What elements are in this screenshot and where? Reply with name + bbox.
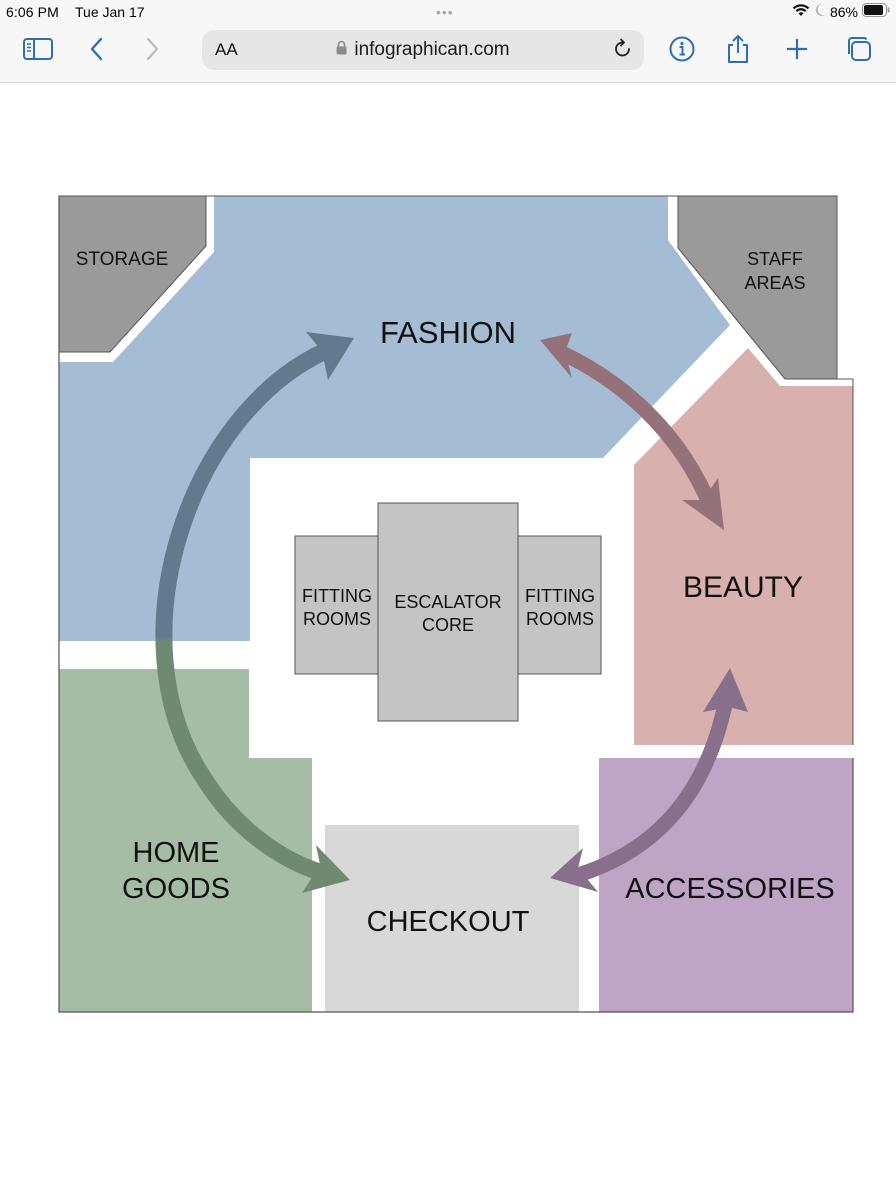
back-button[interactable] <box>80 37 114 65</box>
arrowhead-beauty-bottom <box>703 668 748 712</box>
back-icon <box>89 37 105 66</box>
tabs-icon <box>845 35 873 68</box>
browser-toolbar: AA infographican.com <box>0 26 896 83</box>
tabs-overview-button[interactable] <box>842 35 876 68</box>
web-page-content: STORAGE STAFF AREAS FASHION BEAUTY HOME … <box>0 84 896 1200</box>
label-home-line2: GOODS <box>122 873 230 905</box>
fitting-rooms-right[interactable] <box>517 535 602 675</box>
info-icon <box>668 35 696 68</box>
status-bar: 6:06 PM Tue Jan 17 ••• 86% <box>0 0 896 26</box>
store-floor-plan: STORAGE STAFF AREAS FASHION BEAUTY HOME … <box>58 195 854 1013</box>
status-indicators: 86% <box>792 3 890 20</box>
arrowhead-checkout-right <box>550 848 598 892</box>
forward-button[interactable] <box>135 37 169 65</box>
escalator-core[interactable] <box>377 502 519 722</box>
new-tab-icon <box>785 37 809 66</box>
zone-beauty[interactable] <box>634 348 853 745</box>
zone-home-goods[interactable] <box>59 669 312 1012</box>
arrowhead-fashion <box>306 332 354 380</box>
label-staff-line2: AREAS <box>744 273 805 293</box>
label-staff-line1: STAFF <box>747 249 803 269</box>
label-fashion: FASHION <box>380 315 516 350</box>
forward-icon <box>144 37 160 66</box>
label-fitting-left-line1: FITTING <box>302 586 372 606</box>
label-beauty: BEAUTY <box>683 571 803 604</box>
fitting-rooms-left[interactable] <box>294 535 379 675</box>
status-time: 6:06 PM <box>6 4 59 20</box>
arrowhead-checkout-left <box>302 845 350 893</box>
label-storage: STORAGE <box>76 249 169 270</box>
zone-accessories[interactable] <box>599 758 853 1012</box>
wifi-icon <box>792 3 810 20</box>
share-icon <box>725 34 751 69</box>
status-date: Tue Jan 17 <box>75 4 145 20</box>
label-fitting-right-line1: FITTING <box>525 586 595 606</box>
text-size-button[interactable]: AA <box>215 40 238 59</box>
label-home-line1: HOME <box>133 837 220 869</box>
flow-arrow-fashion-beauty <box>556 345 719 513</box>
sidebar-icon <box>23 37 53 65</box>
url-display[interactable]: infographican.com <box>202 39 644 61</box>
share-button[interactable] <box>721 34 755 65</box>
zone-fashion[interactable] <box>59 196 730 641</box>
flow-arrow-fashion-home-checkout <box>155 337 343 884</box>
moon-icon <box>814 3 826 20</box>
address-bar[interactable]: AA infographican.com <box>202 30 644 70</box>
arrowhead-beauty-top <box>682 478 724 530</box>
info-button[interactable] <box>665 35 699 68</box>
battery-icon <box>862 3 890 20</box>
label-escalator-line2: CORE <box>422 615 474 635</box>
zone-checkout[interactable] <box>325 825 579 1012</box>
label-accessories: ACCESSORIES <box>625 873 835 905</box>
battery-percent: 86% <box>829 3 858 20</box>
arrowhead-fashion-right <box>540 333 572 378</box>
label-fitting-left-line2: ROOMS <box>303 609 371 629</box>
label-checkout: CHECKOUT <box>367 906 530 938</box>
flow-arrow-beauty-checkout <box>572 688 736 884</box>
reload-icon <box>612 38 634 64</box>
multitasking-dots[interactable]: ••• <box>436 4 454 20</box>
lock-icon <box>336 39 347 61</box>
reload-button[interactable] <box>612 38 634 65</box>
label-fitting-right-line2: ROOMS <box>526 609 594 629</box>
label-escalator-line1: ESCALATOR <box>394 592 501 612</box>
new-tab-button[interactable] <box>780 37 814 65</box>
sidebar-button[interactable] <box>21 37 55 65</box>
url-text: infographican.com <box>354 39 510 60</box>
